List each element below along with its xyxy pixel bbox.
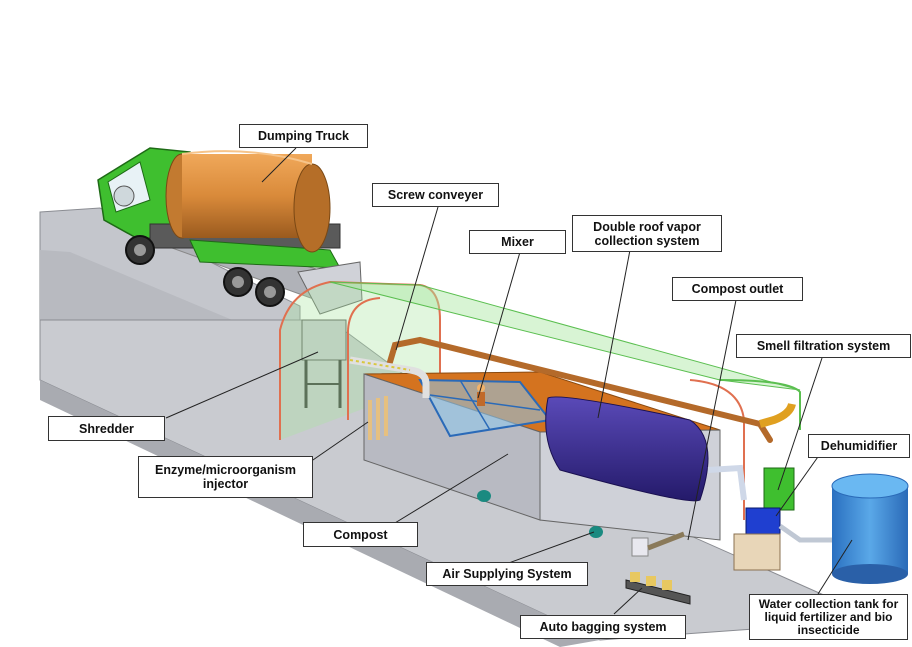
shredder-unit — [301, 319, 347, 408]
dehumidifier-unit — [733, 507, 781, 571]
enzyme-injector-pipes — [368, 396, 388, 440]
label-dehumidifier: Dehumidifier — [808, 434, 910, 458]
exhaust-pipe — [707, 464, 747, 501]
truck-tank — [165, 150, 331, 253]
label-air-supplying: Air Supplying System — [426, 562, 588, 586]
vapor-collection-tank — [545, 396, 709, 502]
label-mixer: Mixer — [469, 230, 566, 254]
air-nozzle — [589, 526, 603, 538]
roof-duct-pipe — [387, 336, 773, 443]
label-compost: Compost — [303, 522, 418, 547]
screw-conveyer-pipe — [349, 356, 430, 398]
label-double-roof-vapor: Double roof vapor collection system — [572, 215, 722, 252]
label-auto-bagging: Auto bagging system — [520, 615, 686, 639]
label-compost-outlet: Compost outlet — [672, 277, 803, 301]
label-smell-filtration: Smell filtration system — [736, 334, 911, 358]
label-shredder: Shredder — [48, 416, 165, 441]
auto-bagging-machine — [625, 531, 691, 605]
water-collection-tank — [831, 473, 909, 584]
smell-filtration-unit — [763, 467, 795, 511]
leader-lines — [165, 147, 853, 615]
screw-thread — [349, 359, 411, 371]
air-nozzle — [477, 490, 491, 502]
hopper — [297, 261, 363, 315]
smell-pipe — [758, 402, 796, 428]
label-screw-conveyer: Screw conveyer — [372, 183, 499, 207]
label-dumping-truck: Dumping Truck — [239, 124, 368, 148]
label-enzyme-injector: Enzyme/microorganism injector — [138, 456, 313, 498]
label-water-collection-tank: Water collection tank for liquid fertili… — [749, 594, 908, 640]
